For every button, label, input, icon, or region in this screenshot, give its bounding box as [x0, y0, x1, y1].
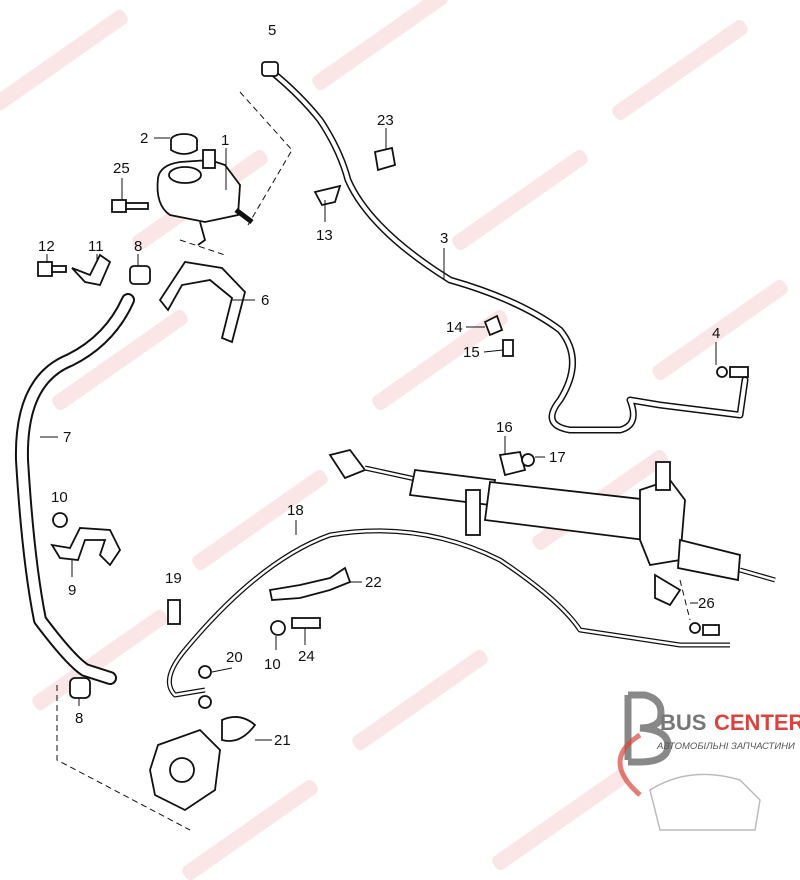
callout-10-bottom: 10	[264, 656, 281, 673]
callout-9: 9	[68, 582, 76, 599]
bracket-6	[158, 261, 246, 344]
clamp-8-bottom	[69, 677, 91, 699]
callout-7: 7	[63, 429, 71, 446]
nut-10-b	[270, 620, 286, 636]
watermark-mark	[312, 0, 448, 91]
bolt-12	[37, 261, 67, 277]
callout-15: 15	[463, 344, 480, 361]
reservoir-cap	[170, 133, 198, 155]
callout-8-bottom: 8	[75, 710, 83, 727]
seal-26	[689, 622, 720, 636]
bolt-24	[291, 617, 321, 629]
watermark-mark	[192, 469, 328, 571]
bracket-13	[313, 184, 342, 207]
callout-8-top: 8	[134, 238, 142, 255]
clip-14	[483, 314, 504, 337]
callout-22: 22	[365, 574, 382, 591]
bolt-25	[111, 199, 149, 213]
seal-4	[716, 366, 749, 378]
bolt-15	[502, 339, 514, 357]
callout-23: 23	[377, 112, 394, 129]
callout-17: 17	[549, 449, 566, 466]
steering-rack	[328, 448, 776, 607]
clip-21	[221, 716, 257, 742]
callout-19: 19	[165, 570, 182, 587]
callout-10-left: 10	[51, 489, 68, 506]
callout-2: 2	[140, 130, 148, 147]
callout-18: 18	[287, 502, 304, 519]
clip-5	[261, 61, 279, 77]
watermark-mark	[52, 309, 188, 411]
fluid-reservoir	[156, 149, 254, 246]
callout-4: 4	[712, 325, 720, 342]
bracket-11	[71, 253, 112, 287]
callout-21: 21	[274, 732, 291, 749]
callout-26: 26	[698, 595, 715, 612]
watermark-mark	[0, 9, 128, 111]
watermark-mark	[32, 609, 168, 711]
power-steering-pump	[149, 728, 221, 812]
callout-5: 5	[268, 22, 276, 39]
bolt-19	[167, 599, 181, 625]
watermark-mark	[182, 779, 318, 880]
watermark-mark	[652, 279, 788, 381]
bracket-9	[50, 527, 122, 567]
logo-name-center: CENTER	[714, 710, 800, 735]
clamp-8-top	[129, 265, 151, 285]
clamp-23	[373, 146, 397, 172]
watermark-mark	[612, 19, 748, 121]
callout-6: 6	[261, 292, 269, 309]
seals-20	[198, 665, 212, 709]
callout-20: 20	[226, 649, 243, 666]
callout-11: 11	[88, 238, 104, 255]
nut-10	[52, 512, 68, 528]
callout-13: 13	[316, 227, 333, 244]
callout-labels: 5 2 1 25 23 13 3 12 11 8 6 14 15 4 7 16 …	[38, 22, 720, 749]
logo-name-bus: BUS	[660, 710, 706, 735]
bracket-22	[268, 566, 352, 601]
guide-lines	[56, 91, 691, 831]
watermark-mark	[452, 149, 588, 251]
watermark-mark	[352, 649, 488, 751]
callout-16: 16	[496, 419, 513, 436]
watermark-mark	[492, 769, 628, 871]
nut-17	[521, 453, 535, 467]
hose-3	[268, 68, 749, 434]
callout-1: 1	[221, 132, 229, 149]
callout-3: 3	[440, 230, 448, 247]
logo-tagline: АВТОМОБІЛЬНІ ЗАПЧАСТИНИ	[656, 741, 795, 752]
leader-lines	[40, 128, 717, 741]
callout-25: 25	[113, 160, 130, 177]
buscenter-logo: BUS CENTER АВТОМОБІЛЬНІ ЗАПЧАСТИНИ	[617, 691, 800, 831]
callout-12: 12	[38, 238, 55, 255]
callout-24: 24	[298, 648, 315, 665]
watermark-mark	[372, 309, 508, 411]
callout-14: 14	[446, 319, 463, 336]
